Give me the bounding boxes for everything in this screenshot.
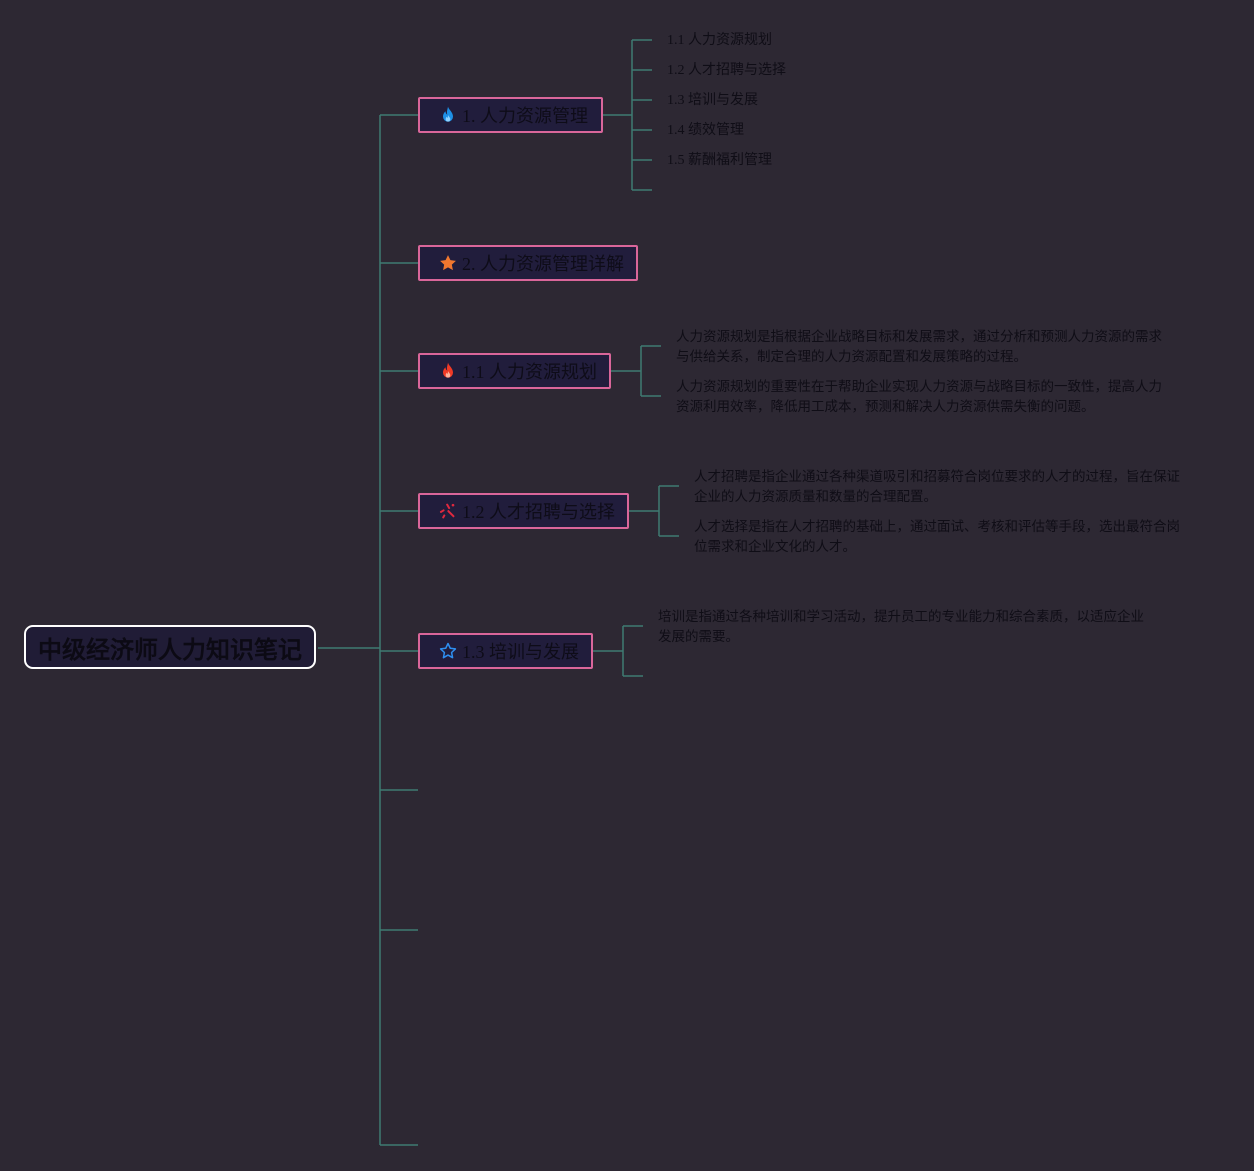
recruitment-detail-1[interactable]: 人才招聘是指企业通过各种渠道吸引和招募符合岗位要求的人才的过程，旨在保证企业的人… [694,469,1180,505]
training-detail-1[interactable]: 培训是指通过各种培训和学习活动，提升员工的专业能力和综合素质，以适应企业发展的需… [658,609,1144,645]
root-title: 中级经济师人力知识笔记 [38,635,302,664]
topic-label: 2. 人力资源管理详解 [462,254,624,274]
root-node[interactable]: 中级经济师人力知识笔记 [24,625,316,669]
topic-hr-planning[interactable]: 1.1 人力资源规划 [418,353,611,389]
subtopic-item[interactable]: 1.3 培训与发展 [667,93,758,108]
subtopic-item[interactable]: 1.1 人力资源规划 [667,33,772,48]
subtopic-item[interactable]: 1.2 人才招聘与选择 [667,63,786,78]
topic-hr-detail[interactable]: 2. 人力资源管理详解 [418,245,638,281]
fire-icon [438,105,458,125]
fire-icon [438,361,458,381]
recruitment-detail-2[interactable]: 人才选择是指在人才招聘的基础上，通过面试、考核和评估等手段，选出最符合岗位需求和… [694,519,1180,555]
topic-label: 1.3 培训与发展 [462,642,579,662]
subtopic-item[interactable]: 1.5 薪酬福利管理 [667,153,772,168]
topic-training[interactable]: 1.3 培训与发展 [418,633,593,669]
star-icon [438,253,458,273]
topic-label: 1.2 人才招聘与选择 [462,502,615,522]
topic-label: 1. 人力资源管理 [462,106,588,126]
topic-label: 1.1 人力资源规划 [462,362,597,382]
subtopic-item[interactable]: 1.4 绩效管理 [667,123,744,138]
sparkle-icon [438,501,458,521]
star-outline-icon [438,641,458,661]
planning-detail-1[interactable]: 人力资源规划是指根据企业战略目标和发展需求，通过分析和预测人力资源的需求与供给关… [676,329,1162,365]
topic-hr-management[interactable]: 1. 人力资源管理 [418,97,603,133]
planning-detail-2[interactable]: 人力资源规划的重要性在于帮助企业实现人力资源与战略目标的一致性，提高人力资源利用… [676,379,1162,415]
topic-recruitment[interactable]: 1.2 人才招聘与选择 [418,493,629,529]
